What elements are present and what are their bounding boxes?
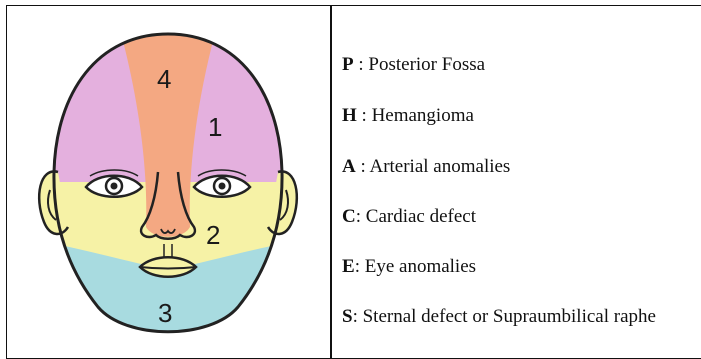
face-diagram: 4 1 2 3 [18,22,318,352]
zone-label-4: 4 [157,64,171,94]
legend-item-p: P : Posterior Fossa [342,54,485,76]
zone-label-1: 1 [208,112,222,142]
legend-item-c: C: Cardiac defect [342,206,476,228]
legend-item-e: E: Eye anomalies [342,256,476,278]
zone-label-2: 2 [206,220,220,250]
zone-label-3: 3 [158,298,172,328]
mouth [140,257,196,277]
legend-item-h: H : Hemangioma [342,105,474,127]
column-divider [330,5,332,359]
legend-item-a: A : Arterial anomalies [342,156,510,178]
legend-item-s: S: Sternal defect or Supraumbilical raph… [342,306,656,328]
